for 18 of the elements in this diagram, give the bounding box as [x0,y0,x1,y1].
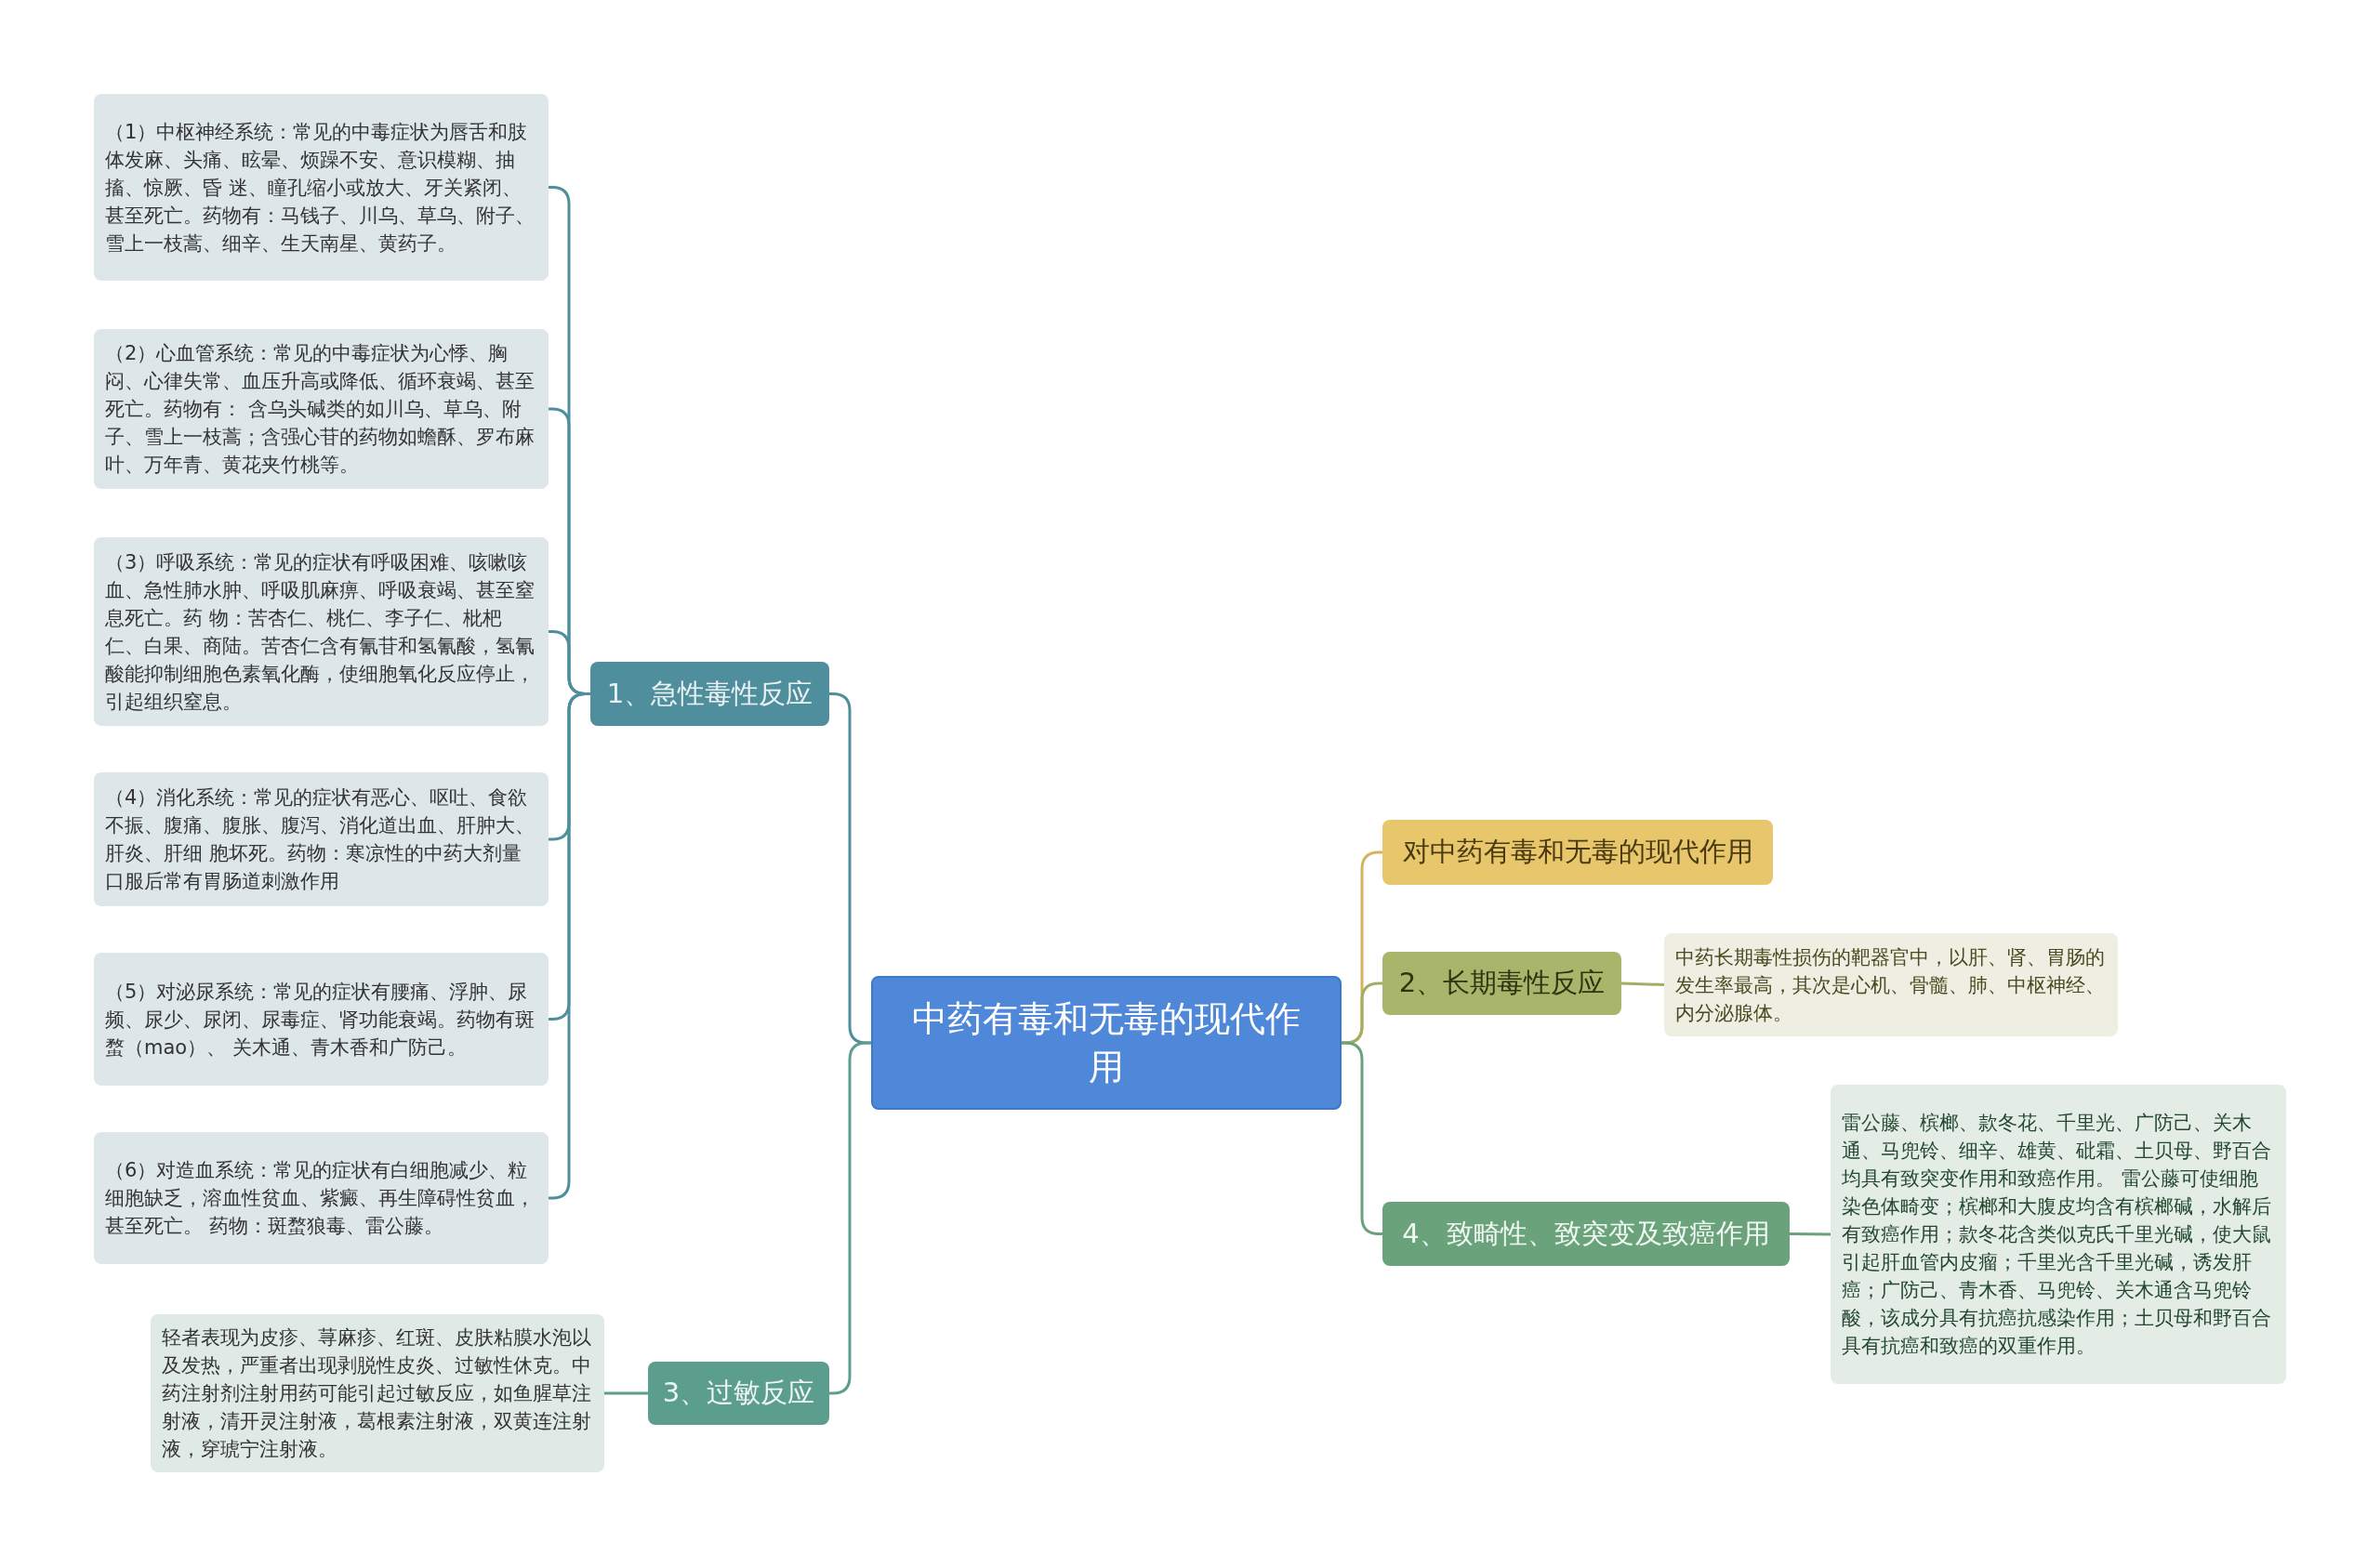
connector-line [604,1391,648,1395]
connector-line [1620,982,1665,986]
branch-topic-box: 1、急性毒性反应 [590,662,829,726]
note-box: （4）消化系统：常见的症状有恶心、呕吐、食欲不振、腹痛、腹胀、腹泻、消化道出血、肝肿大、肝炎、肝细 胞坏死。药物：寒凉性的中药大剂量口服后常有胃肠道刺激作用 [94,772,549,906]
branch-topic-box: 4、致畸性、致突变及致癌作用 [1382,1202,1790,1266]
connector-line [1790,1232,1831,1236]
note-box: （5）对泌尿系统：常见的症状有腰痛、浮肿、尿频、尿少、尿闭、尿毒症、肾功能衰竭。药物有斑蝥（mao）、 关木通、青木香和广防己。 [94,953,549,1086]
note-box: （3）呼吸系统：常见的症状有呼吸困难、咳嗽咳血、急性肺水肿、呼吸肌麻痹、呼吸衰竭、甚至窒息死亡。药 物：苦杏仁、桃仁、李子仁、枇杷仁、白果、商陆。苦杏仁含有氰苷和氢氰酸，氢氰酸能抑制细胞色素氧化酶，使细胞氧化反应停止，引起组织窒息。 [94,537,549,726]
central-topic-box: 中药有毒和无毒的现代作用 [871,976,1342,1110]
note-box: 中药长期毒性损伤的靶器官中，以肝、肾、胃肠的发生率最高，其次是心机、骨髓、肺、中枢神经、内分泌腺体。 [1664,933,2118,1036]
branch-topic-box: 2、长期毒性反应 [1382,952,1621,1015]
note-box: 雷公藤、槟榔、款冬花、千里光、广防己、关木通、马兜铃、细辛、雄黄、砒霜、土贝母、野百合均具有致突变作用和致癌作用。 雷公藤可使细胞染色体畸变；槟榔和大腹皮均含有槟榔碱，水解后有致癌作用；款冬花含类似克氏千里光碱，使大鼠引起肝血管内皮瘤；千里光含千里光碱，诱发肝癌；广防己、青木香、马兜铃、关木通含马兜铃酸，该成分具有抗癌抗感染作用；土贝母和野百合具有抗癌和致癌的双重作用。 [1831,1085,2286,1384]
note-box: （6）对造血系统：常见的症状有白细胞减少、粒细胞缺乏，溶血性贫血、紫癜、再生障碍性贫血，甚至死亡。 药物：斑蝥狼毒、雷公藤。 [94,1132,549,1264]
note-box: （2）心血管系统：常见的中毒症状为心悸、胸闷、心律失常、血压升高或降低、循环衰竭、甚至死亡。药物有： 含乌头碱类的如川乌、草乌、附子、雪上一枝蒿；含强心苷的药物如蟾酥、罗布麻叶、万年青、黄花夹竹桃等。 [94,329,549,489]
note-box: （1）中枢神经系统：常见的中毒症状为唇舌和肢体发麻、头痛、眩晕、烦躁不安、意识模糊、抽搐、惊厥、昏 迷、瞳孔缩小或放大、牙关紧闭、甚至死亡。药物有：马钱子、川乌、草乌、附子、雪上一枝蒿、细辛、生天南星、黄药子。 [94,94,549,281]
note-box: 轻者表现为皮疹、荨麻疹、红斑、皮肤粘膜水泡以及发热，严重者出现剥脱性皮炎、过敏性休克。中药注射剂注射用药可能引起过敏反应，如鱼腥草注射液，清开灵注射液，葛根素注射液，双黄连注射液，穿琥宁注射液。 [151,1314,604,1472]
branch-topic-box: 对中药有毒和无毒的现代作用 [1382,820,1773,885]
branch-topic-box: 3、过敏反应 [648,1362,829,1425]
